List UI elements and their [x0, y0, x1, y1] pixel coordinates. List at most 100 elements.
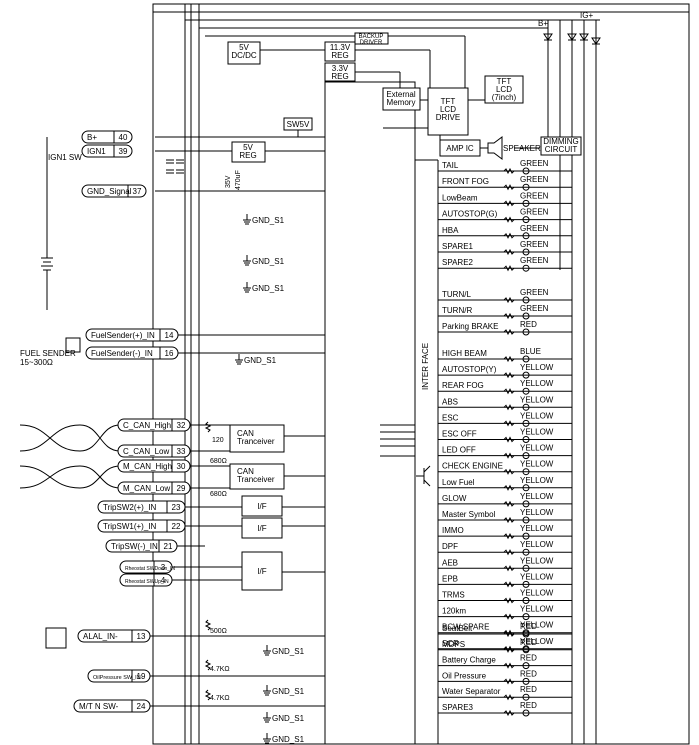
tft-lcd-block	[484, 75, 524, 104]
connector-label: FuelSender(+)_IN	[91, 331, 155, 340]
indicator-name: TURN/R	[442, 306, 472, 315]
resistor-icon	[503, 597, 515, 604]
connector-16: OilPressure SW_IN-19	[87, 669, 151, 683]
led-icon	[522, 516, 530, 524]
connector-pin: 39	[119, 147, 128, 156]
resistor-47a-label: 4.7KΩ	[210, 666, 230, 673]
connector-pin: 16	[165, 349, 174, 358]
c-can-twisted-pair	[19, 424, 121, 452]
indicator-color: YELLOW	[520, 363, 554, 372]
connector-label: IGN1	[87, 147, 106, 156]
reg33-block	[324, 62, 356, 82]
connector-17: M/T N SW-24	[73, 699, 151, 713]
indicator-name: AUTOSTOP(G)	[442, 210, 498, 219]
led-icon	[522, 183, 530, 191]
resistor-icon	[503, 549, 515, 556]
led-icon	[522, 564, 530, 572]
led-icon	[522, 532, 530, 540]
cap-voltage-label: 35V	[225, 175, 232, 188]
can-transceiver-2-block	[229, 463, 285, 490]
resistor-icon	[503, 436, 515, 443]
if-block-3-label: I/F	[257, 567, 266, 576]
indicator-row: FRONT FOG GREEN	[438, 175, 572, 191]
connector-body	[73, 699, 151, 713]
ground-label: GND_S1	[272, 647, 305, 656]
led-icon	[522, 312, 530, 320]
indicator-name: Low Fuel	[442, 478, 475, 487]
indicator-name: Oil Pressure	[442, 671, 487, 680]
led-icon	[522, 167, 530, 175]
indicator-row: AUTOSTOP(Y)YELLOW	[438, 363, 572, 379]
indicator-color: GREEN	[520, 159, 549, 168]
led-icon	[522, 468, 530, 476]
backup-driver-block	[354, 32, 389, 45]
connector-2: IGN1 39	[81, 144, 133, 158]
led-icon	[522, 630, 530, 638]
connector-label: GND_Signal	[87, 187, 132, 196]
indicator-row: CHECK ENGINE YELLOW	[438, 460, 572, 476]
indicator-color: YELLOW	[520, 540, 554, 549]
indicator-color: YELLOW	[520, 637, 554, 646]
resistor-icon	[503, 404, 515, 411]
ground-labels: GND_S1GND_S1GND_S1GND_S1GND_S1GND_S1GND_…	[244, 216, 305, 744]
resistor-icon	[503, 678, 515, 685]
connector-label: M_CAN_High	[123, 462, 172, 471]
led-icon	[522, 500, 530, 508]
speaker-icon	[487, 136, 503, 160]
led-icon	[522, 403, 530, 411]
resistor-icon	[503, 630, 515, 638]
connector-pin: 24	[137, 702, 146, 711]
indicator-name: FRONT FOG	[442, 177, 489, 186]
ground-label: GND_S1	[272, 687, 305, 696]
tft-lcd-drive-block	[427, 87, 469, 136]
connector-label: TripSW1(+)_IN	[103, 522, 156, 531]
indicator-name: IMMO	[442, 526, 464, 535]
indicator-color: GREEN	[520, 191, 549, 200]
led-icon	[522, 646, 530, 654]
indicator-name: LowBeam	[442, 193, 478, 202]
dcdc-block	[227, 41, 261, 65]
connector-label: Rheostat SWDown_IN	[125, 566, 175, 572]
ig-plus-label: IG+	[580, 11, 593, 20]
resistor-icon	[503, 265, 515, 272]
indicator-color: GREEN	[520, 175, 549, 184]
resistor-icon	[503, 328, 515, 336]
indicator-name: 120km	[442, 607, 466, 616]
led-icon	[522, 387, 530, 395]
resistor-icon	[503, 516, 515, 524]
fuel-range-label: 15~300Ω	[20, 358, 53, 367]
resistor-icon	[503, 248, 515, 256]
indicator-color: YELLOW	[520, 460, 554, 469]
resistor-icon	[503, 371, 515, 379]
indicator-color: YELLOW	[520, 621, 554, 630]
resistor-icon	[503, 388, 515, 395]
if-block-2	[241, 517, 283, 539]
connector-body	[81, 144, 133, 158]
battery-icon	[41, 137, 53, 310]
reg113-block	[324, 41, 356, 62]
resistor-47b-label: 4.7KΩ	[210, 695, 230, 702]
left-side-labels: IGN1 SW FUEL SENDER 15~300Ω	[19, 137, 121, 649]
resistor-icon	[503, 484, 515, 491]
indicator-name: CHECK ENGINE	[442, 462, 503, 471]
